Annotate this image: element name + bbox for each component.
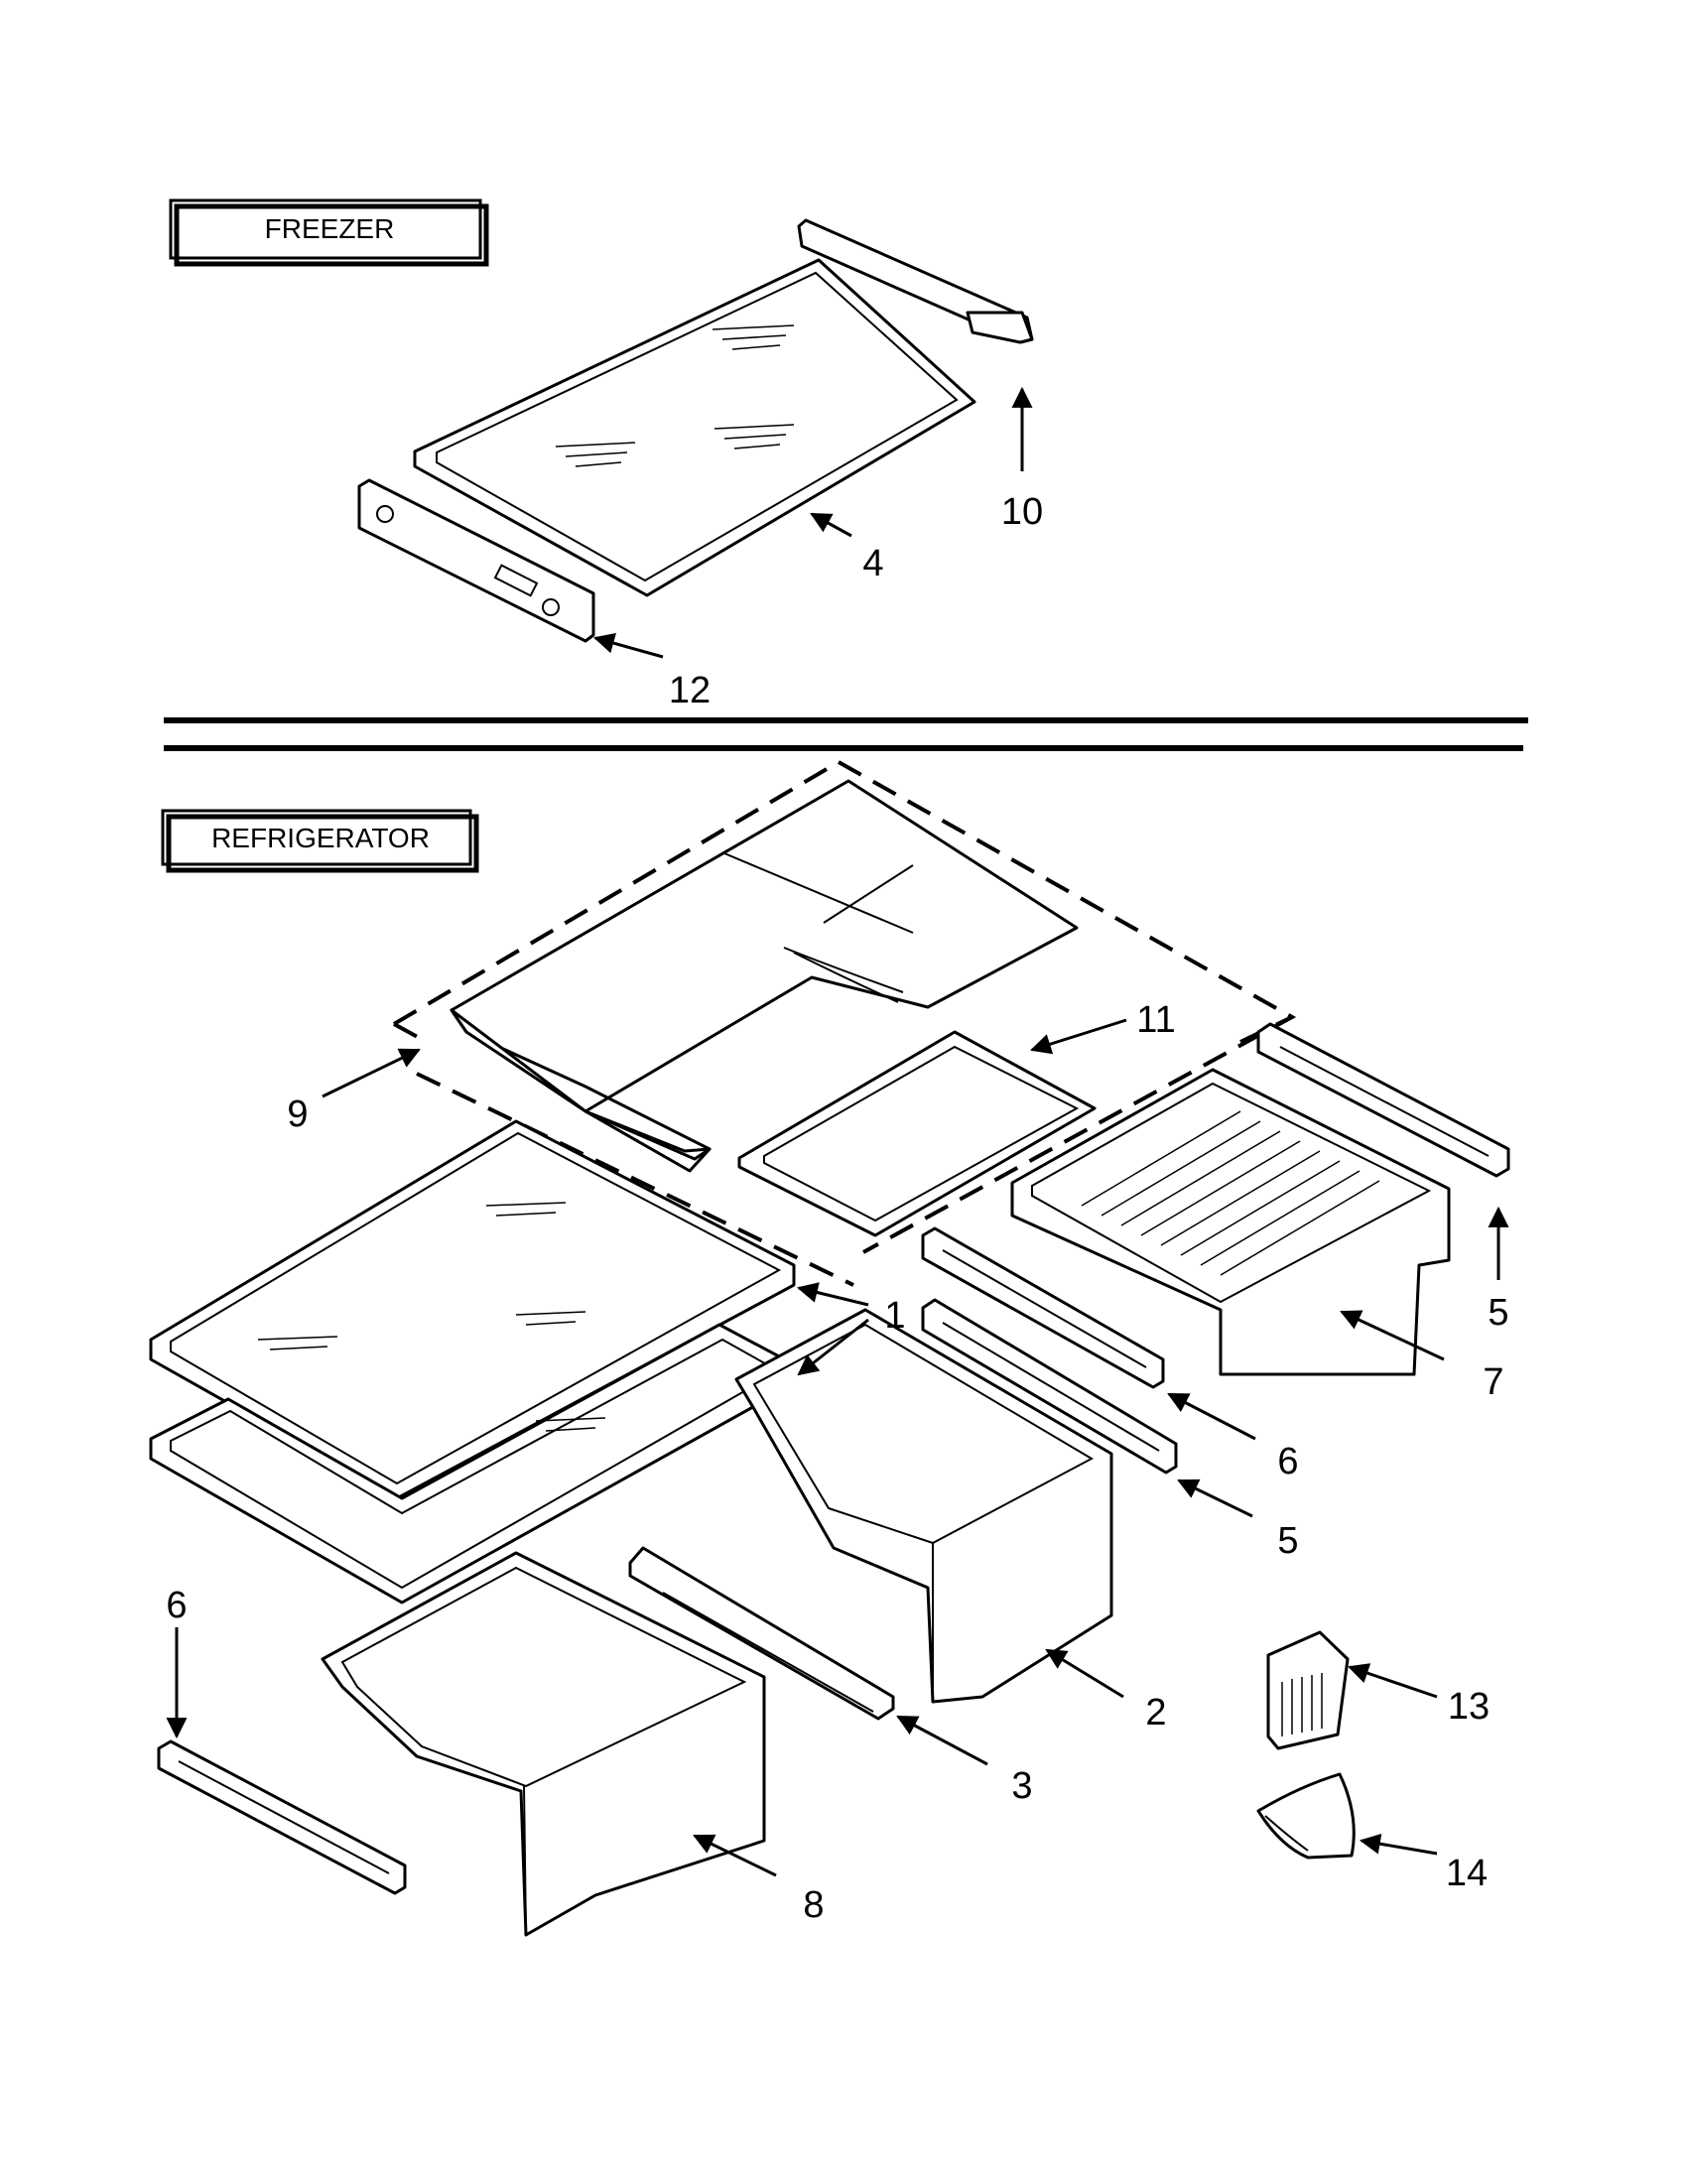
callout-14: 14: [1446, 1853, 1488, 1894]
freezer-label: FREEZER: [169, 198, 489, 267]
callout-8: 8: [803, 1884, 824, 1926]
crisper-divider: [628, 1546, 895, 1721]
callout-10: 10: [1001, 491, 1043, 533]
slide-rail-upper-right: [1256, 1022, 1510, 1178]
callout-7: 7: [1483, 1361, 1503, 1403]
rail-center-upper: [921, 1226, 1165, 1389]
callout-labels: 10 4 12 11 9 1 5 7 6 5 6 13 2 3 14 8: [166, 491, 1508, 1926]
freezer-glass-shelf: [413, 258, 976, 597]
freezer-label-text: FREEZER: [265, 213, 395, 244]
callout-1: 1: [884, 1295, 905, 1337]
crisper-drawer-right: [734, 1308, 1113, 1704]
callout-13: 13: [1448, 1686, 1490, 1728]
crisper-slide-cup: [1256, 1772, 1356, 1860]
refrigerator-label-text: REFRIGERATOR: [211, 823, 430, 853]
crisper-drawer-left: [321, 1551, 766, 1937]
refrigerator-label: REFRIGERATOR: [161, 809, 479, 873]
callout-11: 11: [1136, 999, 1175, 1041]
crisper-glass-insert: [737, 1030, 1097, 1237]
callout-12: 12: [669, 670, 711, 711]
glass-shelf-upper: [149, 1119, 796, 1500]
meat-pan: [1010, 1068, 1451, 1376]
callout-leaders: [166, 386, 1509, 1877]
rail-left: [157, 1739, 407, 1895]
humidity-control: [1266, 1630, 1350, 1750]
callout-4: 4: [862, 543, 883, 584]
callout-2: 2: [1145, 1692, 1166, 1734]
crisper-cover-assembly-outline: [392, 759, 1297, 1287]
callout-6-upper: 6: [1277, 1441, 1298, 1482]
crisper-cover-frame: [450, 779, 1079, 1173]
slide-rail-center: [921, 1298, 1178, 1475]
section-divider: [164, 717, 1528, 751]
callout-9: 9: [287, 1093, 308, 1135]
freezer-right-rail: [797, 218, 1034, 344]
callout-3: 3: [1011, 1765, 1032, 1807]
callout-6-lower: 6: [166, 1585, 187, 1626]
callout-5-upper: 5: [1488, 1292, 1508, 1334]
callout-5-lower: 5: [1277, 1520, 1298, 1562]
